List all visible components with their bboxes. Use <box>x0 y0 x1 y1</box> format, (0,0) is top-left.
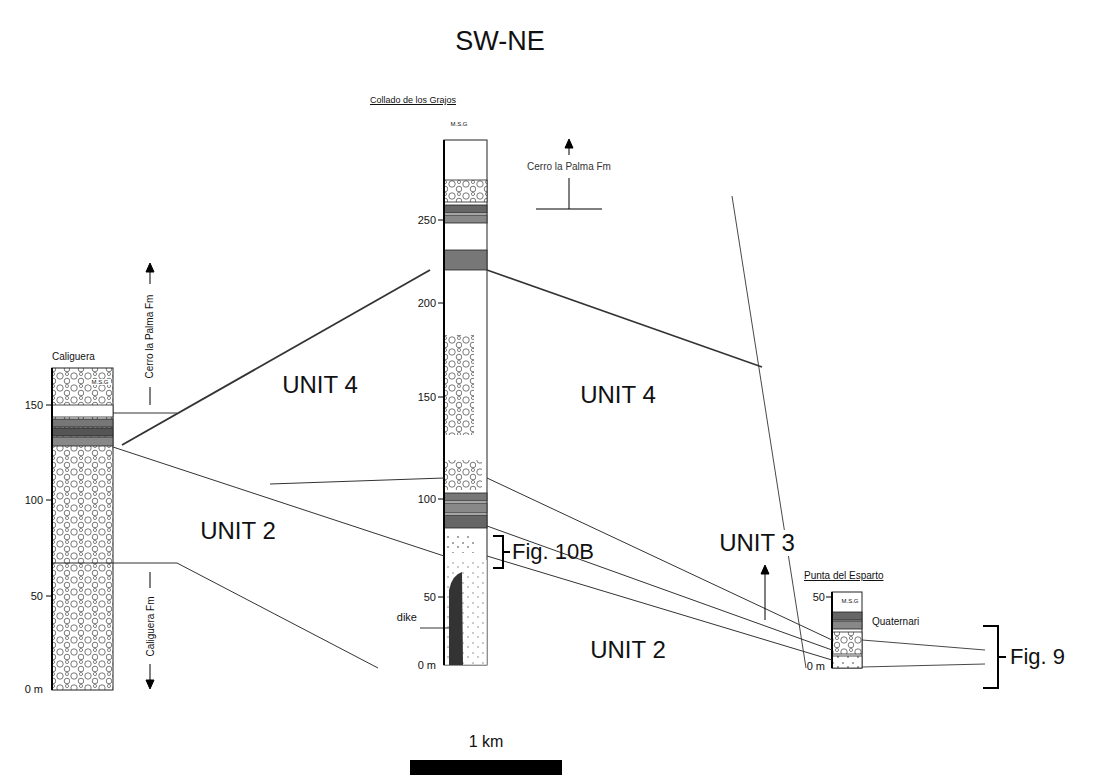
axis-number: 0 m <box>807 660 825 672</box>
column-name: Caliguera <box>52 351 95 362</box>
scale-label: 1 km <box>469 733 504 751</box>
formation-marker <box>536 139 602 209</box>
datum-label: M.S.G <box>450 121 467 128</box>
axis-number: 150 <box>25 399 43 411</box>
formation-name: Cerro la Palma Fm <box>527 161 611 172</box>
datum-label: M.S.G <box>89 379 110 386</box>
axis-number: 150 <box>418 391 436 403</box>
axis-number: 50 <box>424 591 436 603</box>
unit-arrow <box>761 565 769 620</box>
unit-label: UNIT 2 <box>200 518 276 544</box>
column-name: Punta del Esparto <box>804 570 884 581</box>
axis-number: 100 <box>25 494 43 506</box>
caliguera-column <box>46 368 113 690</box>
axis-number: 50 <box>31 590 43 602</box>
datum-label: M.S.G <box>839 598 860 605</box>
punta-column <box>826 592 862 668</box>
axis-number: 0 m <box>418 659 436 671</box>
feature-label: Quaternari <box>870 616 921 627</box>
axis-number: 200 <box>418 297 436 309</box>
axis-number: 50 <box>813 591 825 603</box>
formation-name: Caliguera Fm <box>145 596 156 656</box>
figure-bracket <box>493 536 1006 688</box>
correlation-lines <box>113 196 985 668</box>
axis-number: 100 <box>418 493 436 505</box>
unit-label: UNIT 3 <box>717 530 797 556</box>
unit-label: UNIT 4 <box>580 382 656 408</box>
scale-bar <box>410 760 562 775</box>
column-name: Collado de los Grajos <box>370 96 456 106</box>
figure-reference: Fig. 10B <box>512 540 594 564</box>
unit-label: UNIT 2 <box>590 637 666 663</box>
formation-name: Cerro la Palma Fm <box>145 294 156 378</box>
axis-number: 0 m <box>25 683 43 695</box>
unit-label: UNIT 4 <box>282 372 358 398</box>
diagram-title: SW-NE <box>455 27 545 57</box>
axis-number: 250 <box>418 214 436 226</box>
feature-label: dike <box>397 611 417 623</box>
figure-reference: Fig. 9 <box>1010 645 1065 669</box>
